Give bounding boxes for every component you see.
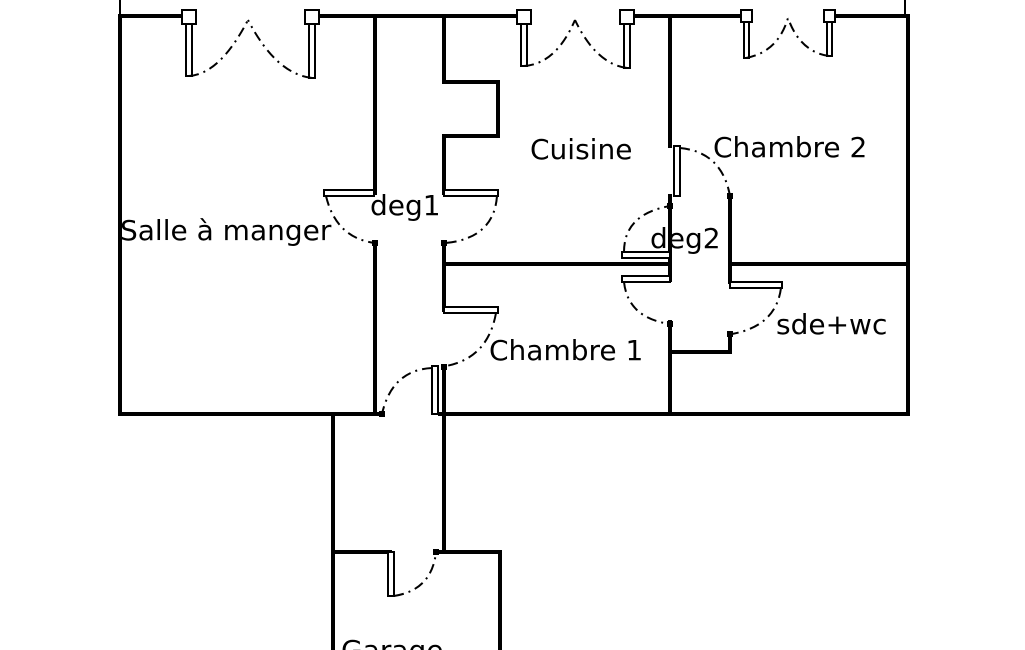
room-label-sde-wc: sde+wc — [776, 308, 887, 341]
interior-walls — [331, 14, 910, 650]
room-label-chambre-2: Chambre 2 — [713, 131, 867, 164]
room-label-cuisine: Cuisine — [530, 133, 632, 166]
window-salle — [181, 9, 320, 79]
door-cuisine-deg2 — [621, 203, 673, 259]
door-chambre-2-deg2 — [673, 145, 733, 199]
room-label-deg2: deg2 — [650, 222, 721, 255]
room-label-salle-a-manger: Salle à manger — [120, 214, 332, 247]
exterior-walls — [118, 14, 910, 416]
window-chambre-2 — [740, 9, 836, 59]
room-label-chambre-1: Chambre 1 — [489, 334, 643, 367]
door-salle-deg1 — [323, 189, 378, 246]
door-chambre-1-deg1 — [441, 306, 499, 370]
window-cuisine — [516, 9, 635, 69]
room-label-garage: Garage — [341, 634, 444, 650]
top-edge — [119, 0, 906, 14]
door-cuisine-deg1 — [441, 189, 499, 246]
door-garage — [387, 549, 439, 597]
door-entry — [379, 365, 439, 417]
door-chambre-1-deg2 — [621, 275, 673, 327]
door-sde-deg2 — [727, 281, 783, 337]
room-label-deg1: deg1 — [370, 189, 441, 222]
